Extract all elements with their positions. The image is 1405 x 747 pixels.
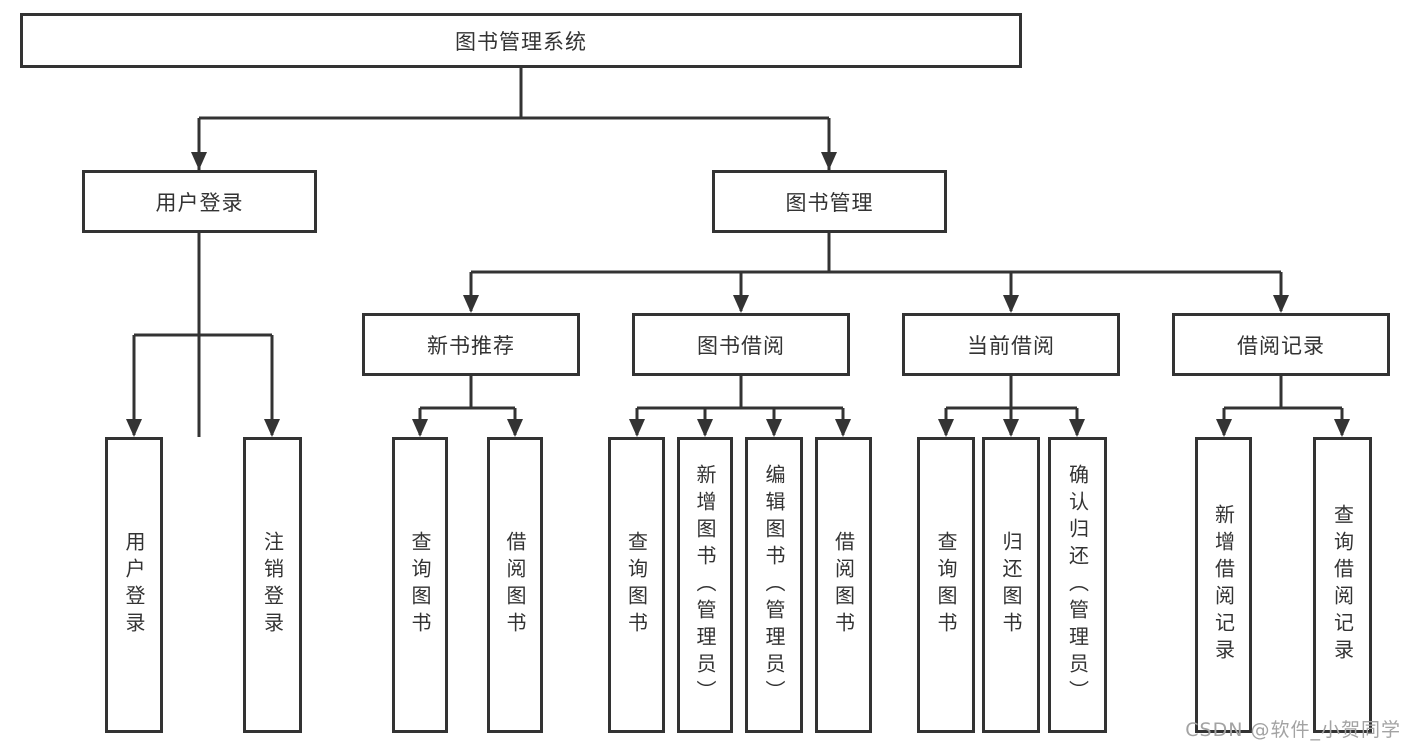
connector-current-to-leaves <box>938 376 1085 437</box>
node-label: 图书管理系统 <box>455 29 587 54</box>
node-label: 新书推荐 <box>427 333 515 358</box>
node-new-book-recommendation: 新书推荐 <box>362 313 580 376</box>
leaf-edit-books-admin: 编辑图书（管理员） <box>745 437 803 733</box>
leaf-label: 归还图书 <box>999 531 1023 639</box>
node-label: 借阅记录 <box>1237 333 1325 358</box>
leaf-label: 注销登录 <box>260 531 285 639</box>
connector-recommend-to-leaves <box>412 376 523 437</box>
leaf-query-borrow-record: 查询借阅记录 <box>1313 437 1372 733</box>
leaf-label: 确认归还（管理员） <box>1065 463 1090 707</box>
leaf-query-books-current: 查询图书 <box>917 437 975 733</box>
connector-records-to-leaves <box>1216 376 1350 437</box>
leaf-add-books-admin: 新增图书（管理员） <box>677 437 733 733</box>
leaf-label: 查询图书 <box>408 531 432 639</box>
node-label: 图书管理 <box>785 190 874 215</box>
connector-root-to-level2 <box>191 68 837 437</box>
leaf-label: 借阅图书 <box>503 531 527 639</box>
connector-login-to-leaves <box>126 233 280 437</box>
node-current-borrowing: 当前借阅 <box>902 313 1120 376</box>
leaf-label: 编辑图书（管理员） <box>762 463 786 707</box>
leaf-label: 新增借阅记录 <box>1211 504 1236 666</box>
leaf-label: 借阅图书 <box>831 531 856 639</box>
leaf-label: 查询图书 <box>624 531 649 639</box>
node-root-library-system: 图书管理系统 <box>20 13 1022 68</box>
leaf-query-books-recommend: 查询图书 <box>392 437 448 733</box>
leaf-borrow-books-borrowing: 借阅图书 <box>815 437 872 733</box>
csdn-watermark: CSDN @软件_小贺同学 <box>1185 719 1401 741</box>
node-book-management: 图书管理 <box>712 170 947 233</box>
connector-borrowing-to-leaves <box>629 376 851 437</box>
node-label: 用户登录 <box>155 190 244 215</box>
node-label: 图书借阅 <box>697 333 785 358</box>
node-label: 当前借阅 <box>967 333 1055 358</box>
leaf-logout: 注销登录 <box>243 437 302 733</box>
leaf-user-login: 用户登录 <box>105 437 163 733</box>
node-book-borrowing: 图书借阅 <box>632 313 850 376</box>
leaf-label: 查询借阅记录 <box>1330 504 1355 666</box>
leaf-label: 新增图书（管理员） <box>693 463 717 707</box>
leaf-label: 查询图书 <box>934 531 958 639</box>
leaf-confirm-return-admin: 确认归还（管理员） <box>1048 437 1107 733</box>
leaf-label: 用户登录 <box>122 531 146 639</box>
connector-mgmt-to-level3 <box>463 233 1289 313</box>
leaf-borrow-books-recommend: 借阅图书 <box>487 437 543 733</box>
leaf-return-books: 归还图书 <box>982 437 1040 733</box>
node-borrowing-records: 借阅记录 <box>1172 313 1390 376</box>
node-user-login: 用户登录 <box>82 170 317 233</box>
leaf-add-borrow-record: 新增借阅记录 <box>1195 437 1252 733</box>
leaf-query-books-borrowing: 查询图书 <box>608 437 665 733</box>
